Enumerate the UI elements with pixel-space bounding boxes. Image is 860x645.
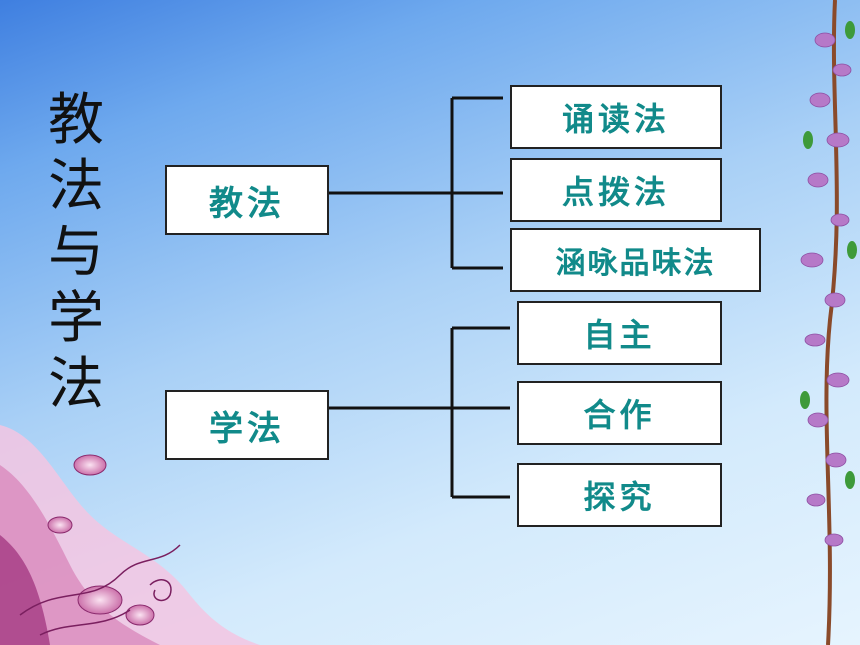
learning-method-item: 自主 <box>517 301 722 365</box>
title-char: 教 <box>48 88 104 153</box>
teaching-method-item: 涵咏品味法 <box>510 228 761 292</box>
corner-flower-decoration <box>0 425 260 645</box>
teaching-method-item: 诵读法 <box>510 85 722 149</box>
title-char: 学 <box>48 286 104 351</box>
learning-method-item-label: 合作 <box>583 396 656 434</box>
teaching-method-item-label: 点拨法 <box>561 173 670 211</box>
learning-method-box: 学法 <box>165 390 329 460</box>
title-char: 法 <box>48 154 104 219</box>
learning-method-item: 合作 <box>517 381 722 445</box>
learning-method-item-label: 自主 <box>583 316 656 354</box>
learning-method-item-label: 探究 <box>583 478 656 516</box>
title-char: 与 <box>48 220 104 285</box>
title-char: 法 <box>48 352 104 417</box>
learning-method-label: 学法 <box>209 408 285 449</box>
learning-method-item: 探究 <box>517 463 722 527</box>
teaching-method-label: 教法 <box>209 183 285 224</box>
wisteria-decoration <box>800 0 857 645</box>
teaching-method-item: 点拨法 <box>510 158 722 222</box>
teaching-method-item-label: 诵读法 <box>561 100 670 138</box>
vertical-title: 教 法 与 学 法 <box>40 88 112 418</box>
teaching-method-item-label: 涵咏品味法 <box>555 246 716 281</box>
teaching-method-box: 教法 <box>165 165 329 235</box>
